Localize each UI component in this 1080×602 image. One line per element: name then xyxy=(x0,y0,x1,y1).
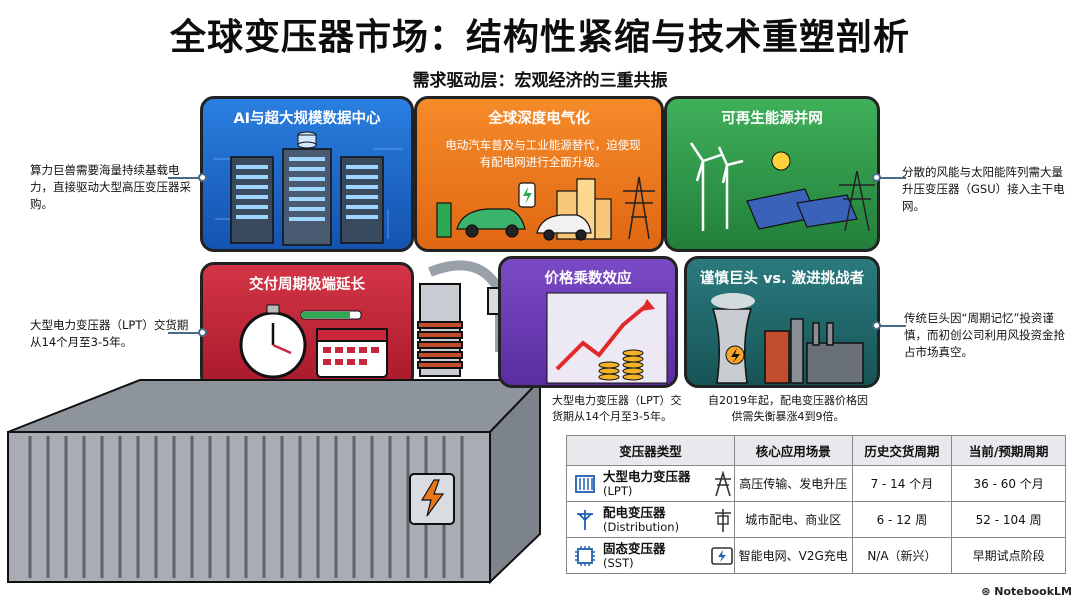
power-transformer-illustration xyxy=(7,260,543,585)
type-name: 大型电力变压器 xyxy=(603,469,691,484)
panel-ai-datacenter: AI与超大规模数据中心 xyxy=(200,96,414,252)
panel-lead-time: 交付周期极端延长 xyxy=(200,262,414,390)
note-ai: 算力巨兽需要海量持续基载电力，直接驱动大型高压变压器采购。 xyxy=(30,163,191,211)
rising-price-chart-illustration xyxy=(546,292,668,384)
panel-electrification-body: 电动汽车普及与工业能源替代，迫使现有配电网进行全面升级。 xyxy=(445,138,641,169)
chip-icon xyxy=(575,545,595,566)
panel-electrification-title: 全球深度电气化 xyxy=(488,111,590,127)
pylon-icon xyxy=(714,470,731,496)
type-name: 固态变压器 xyxy=(603,541,666,556)
utility-pole-icon xyxy=(577,509,593,530)
watermark-text: NotebookLM xyxy=(994,585,1072,598)
table-cell-hist: 6 - 12 周 xyxy=(851,501,953,538)
connector-dot-lead xyxy=(198,328,207,337)
panel-ai-title: AI与超大规模数据中心 xyxy=(233,111,381,127)
panel-renewables-title: 可再生能源并网 xyxy=(721,111,823,127)
wind-solar-illustration xyxy=(689,142,875,232)
connector-giants xyxy=(876,325,906,327)
table-cell-curr: 52 - 104 周 xyxy=(951,501,1066,538)
table-cell-scene: 高压传输、发电升压 xyxy=(733,465,853,502)
table-cell-type: 固态变压器 (SST) xyxy=(566,537,735,574)
caption-price: 大型电力变压器（LPT）交货期从14个月至3-5年。 xyxy=(552,393,688,425)
transformer-types-table: 变压器类型 核心应用场景 历史交货周期 当前/预期周期 大型电力变压器 (LPT… xyxy=(566,435,1066,574)
transformer-coil-icon xyxy=(575,474,595,493)
table-header: 历史交货周期 xyxy=(851,435,953,466)
note-renewables: 分散的风能与太阳能阵列需大量升压变压器（GSU）接入主干电网。 xyxy=(902,165,1065,213)
stopwatch-calendar-illustration xyxy=(239,304,388,379)
table-header: 变压器类型 xyxy=(566,435,735,466)
panel-giants-title: 谨慎巨头 vs. 激进挑战者 xyxy=(699,271,865,287)
table-cell-scene: 智能电网、V2G充电 xyxy=(733,537,853,574)
notebooklm-logo-icon: ⊛ xyxy=(981,585,991,598)
pole-transformer-icon xyxy=(714,508,731,532)
panel-lead-time-title: 交付周期极端延长 xyxy=(249,277,365,293)
page-subtitle: 需求驱动层：宏观经济的三重共振 xyxy=(412,71,668,91)
table-cell-type: 大型电力变压器 (LPT) xyxy=(566,465,735,502)
table-cell-hist: 7 - 14 个月 xyxy=(851,465,953,502)
table-header-row: 变压器类型 核心应用场景 历史交货周期 当前/预期周期 xyxy=(566,435,1066,466)
table-cell-type: 配电变压器 (Distribution) xyxy=(566,501,735,538)
server-racks-illustration xyxy=(213,131,403,246)
connector-dot-giants xyxy=(872,321,881,330)
type-sub: (Distribution) xyxy=(603,520,680,534)
note-lead-time: 大型电力变压器（LPT）交货期从14个月至3-5年。 xyxy=(30,318,189,349)
type-sub: (LPT) xyxy=(603,484,633,498)
panel-renewables: 可再生能源并网 xyxy=(664,96,880,252)
panel-electrification: 全球深度电气化 电动汽车普及与工业能源替代，迫使现有配电网进行全面升级。 xyxy=(414,96,664,252)
connector-renewables xyxy=(876,177,906,179)
connector-dot-renewables xyxy=(872,173,881,182)
smart-grid-icon xyxy=(711,546,733,565)
watermark: ⊛ NotebookLM xyxy=(981,585,1072,598)
table-cell-hist: N/A（新兴） xyxy=(851,537,953,574)
panel-giants-challengers: 谨慎巨头 vs. 激进挑战者 xyxy=(684,256,880,388)
ev-city-illustration xyxy=(436,176,655,241)
table-cell-curr: 早期试点阶段 xyxy=(951,537,1066,574)
type-sub: (SST) xyxy=(603,556,634,570)
note-giants: 传统巨头因“周期记忆”投资谨慎，而初创公司利用风投资金抢占市场真空。 xyxy=(904,311,1065,359)
power-plant-illustration xyxy=(711,293,864,384)
connector-dot-ai xyxy=(198,173,207,182)
panel-price-multiplier: 价格乘数效应 xyxy=(498,256,678,388)
type-name: 配电变压器 xyxy=(603,505,666,520)
table-row: 配电变压器 (Distribution) 城市配电、商业区 6 - 12 周 5… xyxy=(566,501,1066,538)
panel-price-title: 价格乘数效应 xyxy=(544,271,632,287)
page-title: 全球变压器市场：结构性紧缩与技术重塑剖析 xyxy=(169,17,910,58)
table-row: 大型电力变压器 (LPT) 高压传输、发电升压 7 - 14 个月 36 - 6… xyxy=(566,465,1066,502)
table-row: 固态变压器 (SST) 智能电网、V2G充电 N/A（新兴） 早期试点阶段 xyxy=(566,537,1066,574)
table-cell-scene: 城市配电、商业区 xyxy=(733,501,853,538)
caption-giants: 自2019年起，配电变压器价格因供需失衡暴涨4到9倍。 xyxy=(704,393,872,425)
table-cell-curr: 36 - 60 个月 xyxy=(951,465,1066,502)
connector-lead xyxy=(168,332,204,334)
table-header: 当前/预期周期 xyxy=(951,435,1066,466)
lightning-bolt-icon xyxy=(420,479,445,517)
connector-ai xyxy=(168,177,204,179)
table-header: 核心应用场景 xyxy=(733,435,853,466)
